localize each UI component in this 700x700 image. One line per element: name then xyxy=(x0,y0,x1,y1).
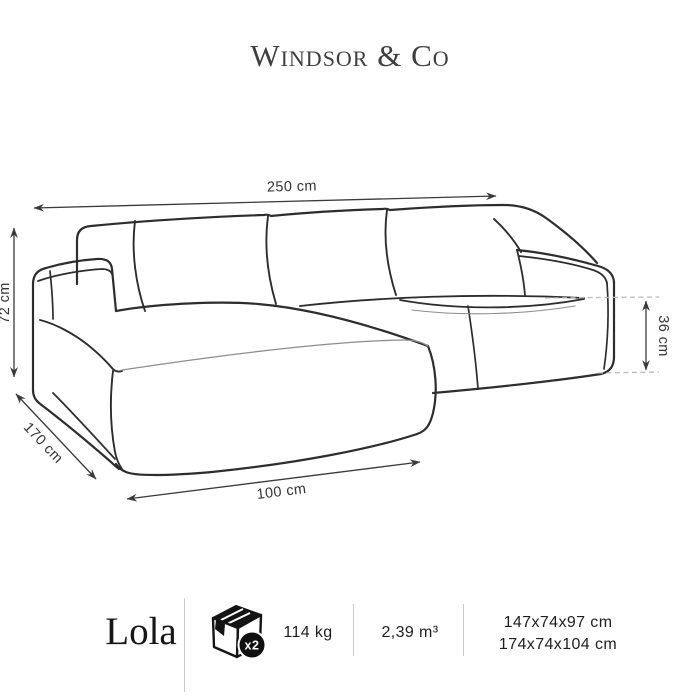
back-cushion-separator-2 xyxy=(384,209,397,296)
back-cushion-left-edge xyxy=(132,220,146,312)
right-arm-front-seam xyxy=(603,282,609,370)
back-cushion-separator-1 xyxy=(265,215,277,305)
chaise-front-left-edge xyxy=(110,370,123,470)
divider-1 xyxy=(184,598,185,692)
faint-seams xyxy=(121,305,576,371)
chaise-front-corner-line xyxy=(39,319,123,373)
arrow-total-width xyxy=(33,192,497,212)
right-section-bottom-edge xyxy=(431,372,603,395)
right-arm-top-edge xyxy=(515,248,616,284)
right-seat-cushion-seam xyxy=(467,305,479,390)
seat-height-guides xyxy=(544,296,660,374)
base-left-inner-edge xyxy=(52,392,116,460)
spec-box-size-2: 174x74x104 cm xyxy=(498,636,618,653)
package-box-icon: x2 xyxy=(211,605,267,660)
box-top-stripe-1 xyxy=(220,608,244,621)
divider-2 xyxy=(353,604,354,656)
dimension-arrows xyxy=(10,192,650,502)
spec-volume: 2,39 m³ xyxy=(381,624,439,641)
back-cushion-right-edge xyxy=(493,218,522,253)
left-arm-front-crease xyxy=(49,270,54,320)
right-arm-top-seam xyxy=(518,255,608,284)
label-total-height: 72 cm xyxy=(0,282,13,324)
spec-weight: 114 kg xyxy=(283,624,333,641)
right-arm-outer-edge xyxy=(599,280,616,376)
brand-title: Windsor & Co xyxy=(250,38,450,73)
spec-box-size-1: 147x74x97 cm xyxy=(503,614,613,631)
package-count-badge xyxy=(237,630,267,660)
right-arm-inner-edge xyxy=(516,249,526,297)
arrow-chaise-width xyxy=(126,459,421,502)
right-seat-back-line xyxy=(299,294,585,307)
left-arm-outer-edge xyxy=(31,257,118,392)
guide-floor xyxy=(597,371,660,374)
sofa-drawing xyxy=(31,203,616,477)
label-depth: 170 cm xyxy=(20,420,66,467)
guide-seat-top xyxy=(544,296,660,299)
right-seat-front-seam xyxy=(411,305,576,315)
box-top-stripe-2 xyxy=(227,612,251,625)
label-seat-height: 36 cm xyxy=(655,315,671,357)
box-flap-mark xyxy=(215,620,225,636)
package-count-label: x2 xyxy=(245,639,260,653)
spec-box-sizes: 147x74x97 cm 174x74x104 cm xyxy=(478,612,638,656)
chaise-front-bottom-edge xyxy=(114,432,419,477)
arrow-depth xyxy=(15,393,97,480)
chaise-right-face-edge xyxy=(415,344,437,436)
right-seat-front-edge xyxy=(399,298,585,309)
divider-3 xyxy=(463,604,464,656)
label-total-width: 250 cm xyxy=(267,178,317,195)
chaise-front-seam xyxy=(121,339,429,371)
product-name: Lola xyxy=(105,610,177,653)
label-chaise-width: 100 cm xyxy=(256,481,308,503)
sofa-back-outline xyxy=(75,203,599,286)
left-arm-top-seam xyxy=(37,268,113,282)
chaise-seat-top-edge xyxy=(114,301,430,348)
